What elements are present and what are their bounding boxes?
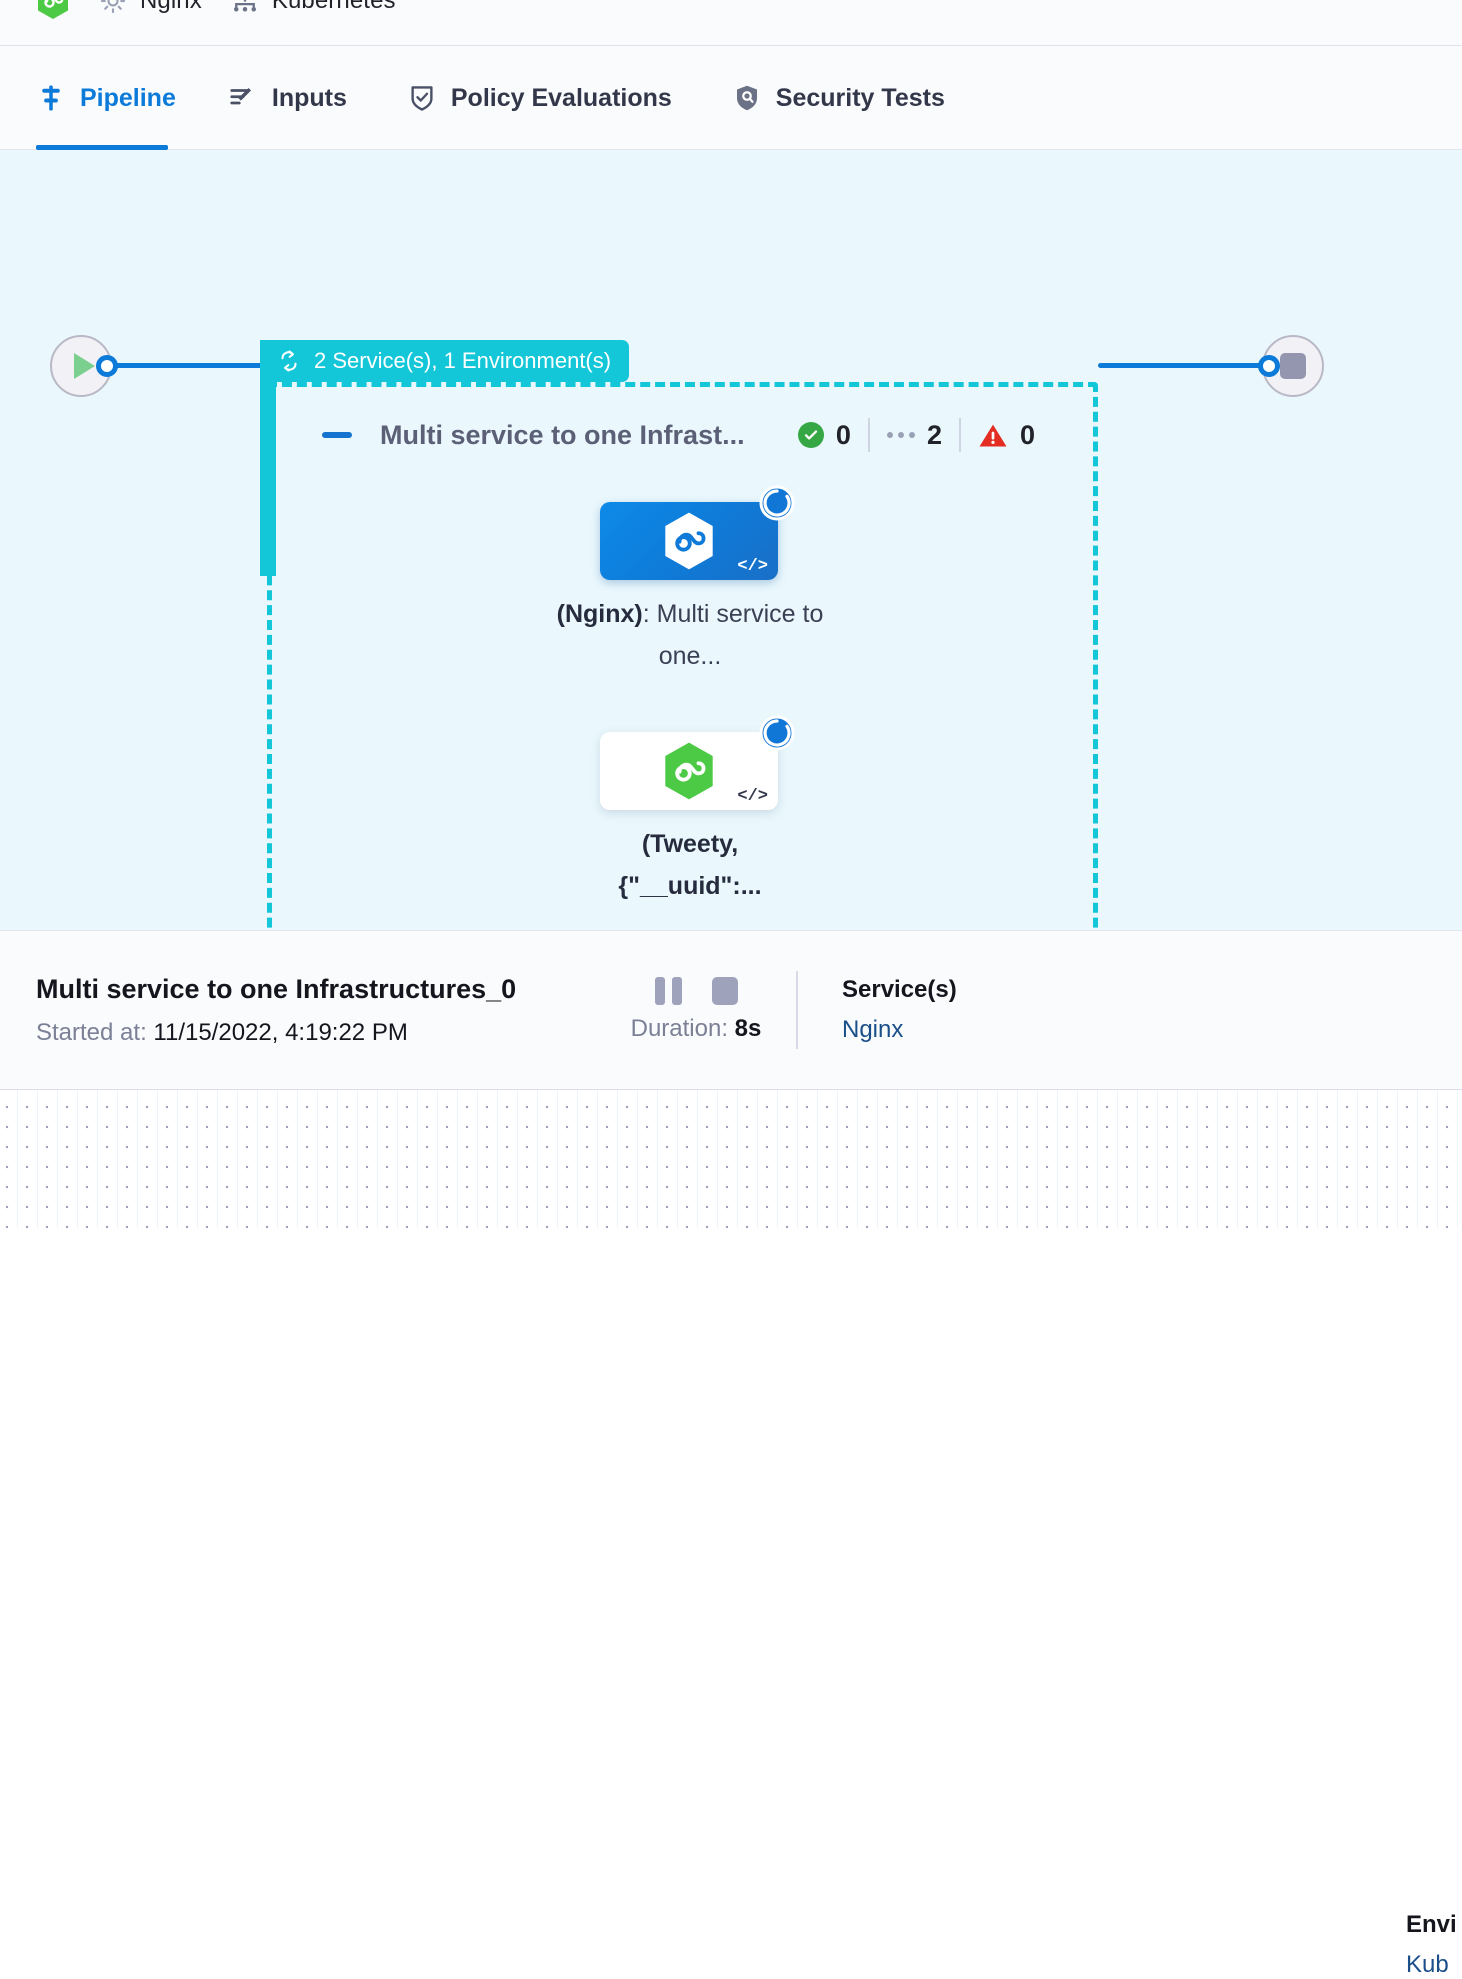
services-column: Service(s) Nginx (798, 976, 957, 1044)
tab-inputs[interactable]: Inputs (228, 46, 373, 150)
services-value[interactable]: Nginx (842, 1016, 904, 1043)
top-context-bar: Nginx Kubernetes (0, 0, 1462, 46)
shield-scan-icon (736, 85, 757, 111)
count-success-value: 0 (835, 419, 851, 450)
start-node-port (96, 355, 118, 377)
warning-triangle-red-icon (979, 424, 1007, 447)
tab-pipeline-label: Pipeline (80, 83, 176, 112)
tab-bar: Pipeline Inputs Policy Evaluations (0, 46, 1462, 150)
group-badge-label: 2 Service(s), 1 Environment(s) (314, 348, 612, 373)
count-divider (867, 418, 870, 452)
hexagon-infinity-logo-green-icon (38, 0, 68, 19)
hexagon-infinity-icon-white (665, 512, 713, 570)
tab-pipeline[interactable]: Pipeline (36, 46, 194, 150)
node-label-rest: {"__uuid":... (618, 872, 762, 900)
pipeline-node-nginx-label: (Nginx): Multi service to one... (540, 593, 840, 677)
pipeline-node-nginx[interactable]: </> (600, 485, 795, 580)
end-node-port (1258, 355, 1280, 377)
edge-start-to-group (112, 363, 272, 368)
environments-heading: Envi (1406, 1911, 1457, 1938)
play-icon (73, 353, 95, 379)
execution-controls: Duration: 8s (596, 977, 796, 1043)
tab-inputs-label: Inputs (271, 83, 347, 112)
pipeline-node-tweety-label: (Tweety, {"__uuid":... (540, 823, 840, 907)
count-success: 0 (797, 419, 868, 451)
kubernetes-icon (233, 0, 256, 12)
duration-value: 8s (734, 1015, 762, 1042)
loop-repeat-icon (281, 350, 297, 372)
count-warning-value: 0 (1019, 419, 1035, 450)
environments-value[interactable]: Kub (1406, 1951, 1449, 1978)
running-spinner-icon (758, 484, 796, 522)
tab-security-tests[interactable]: Security Tests (732, 46, 971, 150)
count-pending-value: 2 (926, 419, 942, 450)
execution-started: Started at: 11/15/2022, 4:19:22 PM (36, 1019, 596, 1047)
count-divider (958, 418, 961, 452)
pipeline-node-tweety[interactable]: </> (600, 715, 795, 810)
check-circle-green-icon (797, 422, 824, 448)
pipeline-icon (42, 85, 60, 111)
context-service-label: Nginx (140, 0, 202, 14)
count-warning: 0 (961, 420, 1052, 451)
inputs-wand-icon (230, 87, 251, 105)
started-value: 11/15/2022, 4:19:22 PM (153, 1018, 408, 1046)
execution-info-bar: Multi service to one Infrastructures_0 S… (0, 930, 1462, 1978)
pause-icon (671, 977, 682, 1005)
context-service[interactable]: Nginx (98, 0, 202, 16)
stop-square-icon (1280, 353, 1306, 379)
code-badge: </> (737, 787, 768, 806)
pending-dots-icon (886, 432, 915, 438)
running-spinner-icon (758, 714, 796, 752)
tab-security-tests-label: Security Tests (775, 83, 945, 112)
context-environment[interactable]: Kubernetes (230, 0, 396, 16)
group-header: Multi service to one Infrast... 0 2 (322, 418, 1052, 452)
duration-label: Duration: (630, 1015, 728, 1042)
divider (796, 971, 798, 1049)
execution-summary: Multi service to one Infrastructures_0 S… (0, 974, 596, 1047)
pause-icon (654, 977, 665, 1005)
group-title: Multi service to one Infrast... (380, 419, 745, 450)
count-pending: 2 (870, 420, 959, 451)
pause-button[interactable] (654, 977, 682, 1005)
gear-icon (100, 0, 126, 14)
services-heading: Service(s) (842, 976, 957, 1003)
tab-policy-evaluations[interactable]: Policy Evaluations (407, 46, 698, 150)
shield-check-icon (411, 86, 433, 111)
dotted-grid-background (0, 1090, 1462, 1228)
group-badge[interactable]: 2 Service(s), 1 Environment(s) (260, 340, 630, 382)
group-status-counts: 0 2 0 (797, 418, 1052, 452)
node-label-rest: : Multi service to one... (642, 600, 824, 670)
hexagon-infinity-icon-green (665, 742, 713, 800)
code-badge: </> (737, 557, 768, 576)
context-environment-label: Kubernetes (271, 0, 396, 14)
started-label: Started at: (36, 1018, 147, 1046)
execution-duration: Duration: 8s (596, 1015, 796, 1043)
tab-policy-evaluations-label: Policy Evaluations (450, 83, 672, 112)
brand-logo (36, 0, 70, 20)
execution-title: Multi service to one Infrastructures_0 (36, 973, 517, 1004)
pipeline-canvas[interactable]: 2 Service(s), 1 Environment(s) Multi ser… (0, 150, 1462, 930)
edge-group-to-end (1098, 363, 1273, 368)
node-label-bold: (Nginx) (556, 600, 643, 628)
stop-button[interactable] (711, 977, 738, 1005)
pipeline-end-node[interactable] (1262, 335, 1324, 397)
collapse-minus-icon[interactable] (322, 432, 352, 438)
stage-group-box[interactable] (267, 382, 1098, 930)
node-label-bold: (Tweety, (641, 830, 739, 858)
environments-column: Envi Kub (1406, 1911, 1457, 1979)
